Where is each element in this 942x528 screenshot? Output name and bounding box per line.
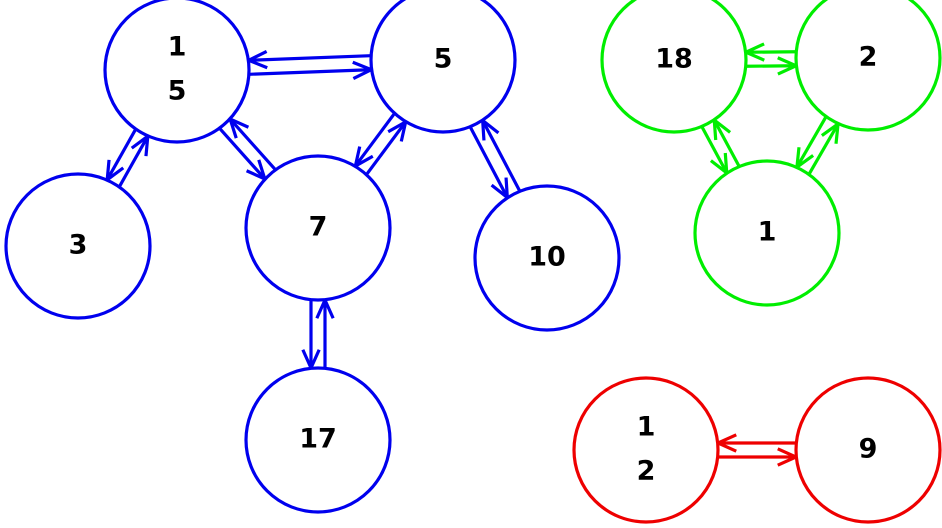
node-label: 1 bbox=[168, 32, 187, 63]
node-circle[interactable] bbox=[693, 159, 841, 307]
edge-shaft bbox=[796, 116, 828, 167]
node-circle[interactable] bbox=[473, 184, 621, 332]
node-circle[interactable] bbox=[244, 366, 392, 514]
node-label: 17 bbox=[299, 424, 337, 455]
node-10[interactable]: 10 bbox=[473, 184, 621, 332]
edge-2-1[interactable] bbox=[794, 116, 841, 175]
edge-shaft bbox=[713, 121, 741, 168]
edge-shaft bbox=[747, 50, 796, 54]
edge-shaft bbox=[365, 122, 406, 176]
node-label: 18 bbox=[655, 44, 693, 75]
edge-15-7[interactable] bbox=[218, 116, 277, 182]
node-label: 7 bbox=[309, 212, 328, 243]
edge-shaft bbox=[106, 128, 137, 179]
edge-3-15[interactable] bbox=[105, 128, 150, 188]
edge-shaft bbox=[118, 137, 149, 188]
node-label: 10 bbox=[528, 242, 566, 273]
edge-5-10[interactable] bbox=[468, 117, 522, 201]
node-circle[interactable] bbox=[794, 0, 942, 132]
edge-18-2[interactable] bbox=[741, 42, 801, 76]
node-5[interactable]: 5 bbox=[369, 0, 517, 134]
node-label: 2 bbox=[637, 456, 656, 487]
node-17[interactable]: 17 bbox=[244, 366, 392, 514]
node-7[interactable]: 7 bbox=[244, 154, 392, 302]
edge-shaft bbox=[249, 68, 370, 76]
node-9[interactable]: 9 bbox=[794, 376, 942, 524]
edge-shaft bbox=[355, 112, 396, 166]
edge-shaft bbox=[482, 121, 522, 192]
edge-shaft bbox=[700, 125, 728, 172]
edge-7-5[interactable] bbox=[353, 112, 408, 176]
node-3[interactable]: 3 bbox=[4, 172, 152, 320]
node-circle[interactable] bbox=[794, 376, 942, 524]
edges-layer bbox=[105, 42, 841, 467]
node-label: 9 bbox=[859, 434, 878, 465]
node-label: 2 bbox=[859, 42, 878, 73]
edge-18-1[interactable] bbox=[700, 116, 741, 177]
node-12[interactable]: 12 bbox=[572, 376, 720, 524]
edge-shaft bbox=[230, 119, 277, 171]
node-label: 5 bbox=[434, 44, 453, 75]
node-label: 1 bbox=[758, 217, 777, 248]
node-label: 5 bbox=[168, 76, 187, 107]
node-circle[interactable] bbox=[4, 172, 152, 320]
edge-shaft bbox=[218, 127, 265, 179]
node-circle[interactable] bbox=[103, 0, 251, 144]
node-circle[interactable] bbox=[572, 376, 720, 524]
edge-shaft bbox=[250, 54, 371, 62]
node-label: 3 bbox=[69, 230, 88, 261]
node-label: 1 bbox=[637, 412, 656, 443]
edge-15-5[interactable] bbox=[244, 50, 376, 80]
node-15[interactable]: 15 bbox=[103, 0, 251, 144]
node-circle[interactable] bbox=[369, 0, 517, 134]
edge-shaft bbox=[746, 64, 795, 68]
node-circle[interactable] bbox=[600, 0, 748, 134]
edge-7-17[interactable] bbox=[301, 296, 335, 372]
node-circle[interactable] bbox=[244, 154, 392, 302]
node-1[interactable]: 1 bbox=[693, 159, 841, 307]
edge-shaft bbox=[807, 124, 839, 175]
edge-shaft bbox=[468, 126, 508, 197]
node-18[interactable]: 18 bbox=[600, 0, 748, 134]
node-2[interactable]: 2 bbox=[794, 0, 942, 132]
edge-12-9[interactable] bbox=[714, 433, 800, 467]
